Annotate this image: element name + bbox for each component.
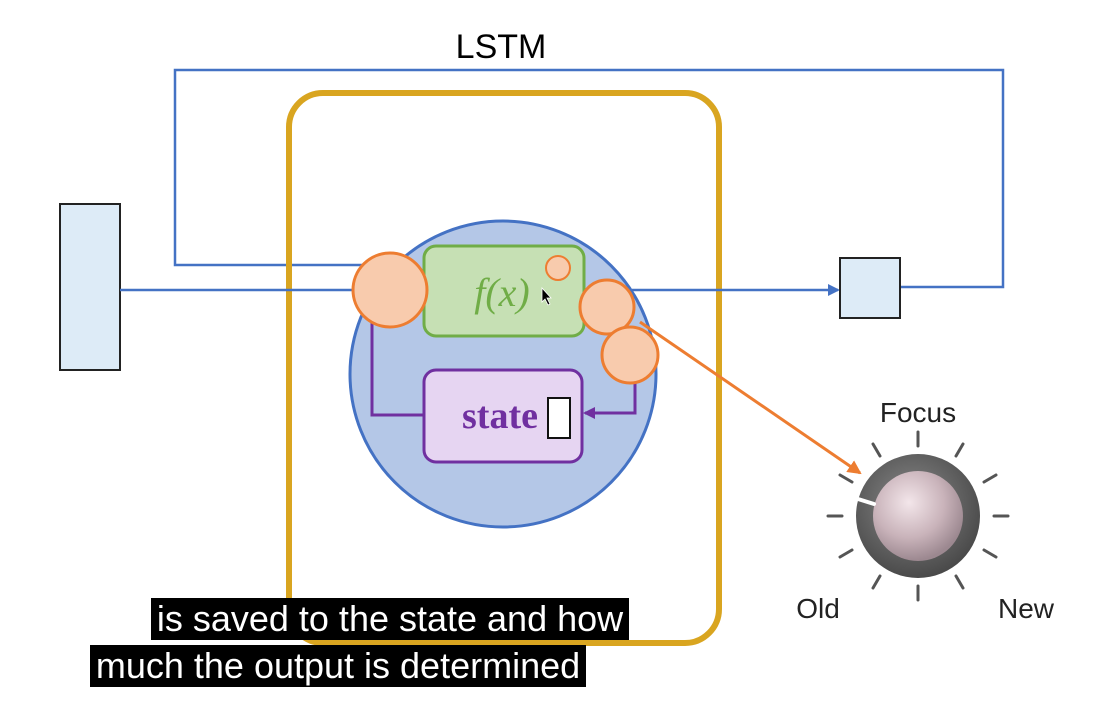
- state-right-line: [583, 378, 637, 419]
- function-label: f(x): [474, 270, 530, 315]
- caption-line-2: much the output is determined: [89, 645, 587, 687]
- subtitle-caption: is saved to the state and how: [0, 598, 940, 640]
- knob-label-focus: Focus: [880, 397, 956, 428]
- small-gate-circle: [545, 255, 571, 281]
- mouse-cursor-icon: [541, 286, 552, 306]
- knob-label-new: New: [998, 593, 1055, 624]
- diagram-title: LSTM: [456, 28, 547, 66]
- subtitle-caption-second: much the output is determined: [0, 645, 888, 687]
- input-gate-circle: [351, 251, 429, 329]
- knob-ticks: [826, 430, 1010, 602]
- knob-label-old: Old: [796, 593, 840, 624]
- input-box: [59, 203, 121, 371]
- recurrent-loop-line: [173, 68, 1005, 289]
- lstm-cell-border: [286, 90, 722, 646]
- focus-knob: [826, 430, 1010, 602]
- output-gate-circle: [578, 278, 636, 336]
- output-box: [839, 257, 901, 319]
- state-left-line: [370, 320, 424, 417]
- knob-inner-cap: [873, 471, 963, 561]
- caption-line-1: is saved to the state and how: [150, 598, 630, 640]
- state-box: [422, 368, 584, 464]
- forget-gate-circle: [600, 325, 660, 385]
- knob-indicator: [856, 497, 876, 506]
- gate-to-knob-arrow: [639, 320, 862, 475]
- state-label: state: [462, 395, 538, 437]
- state-memory-cell: [547, 397, 571, 439]
